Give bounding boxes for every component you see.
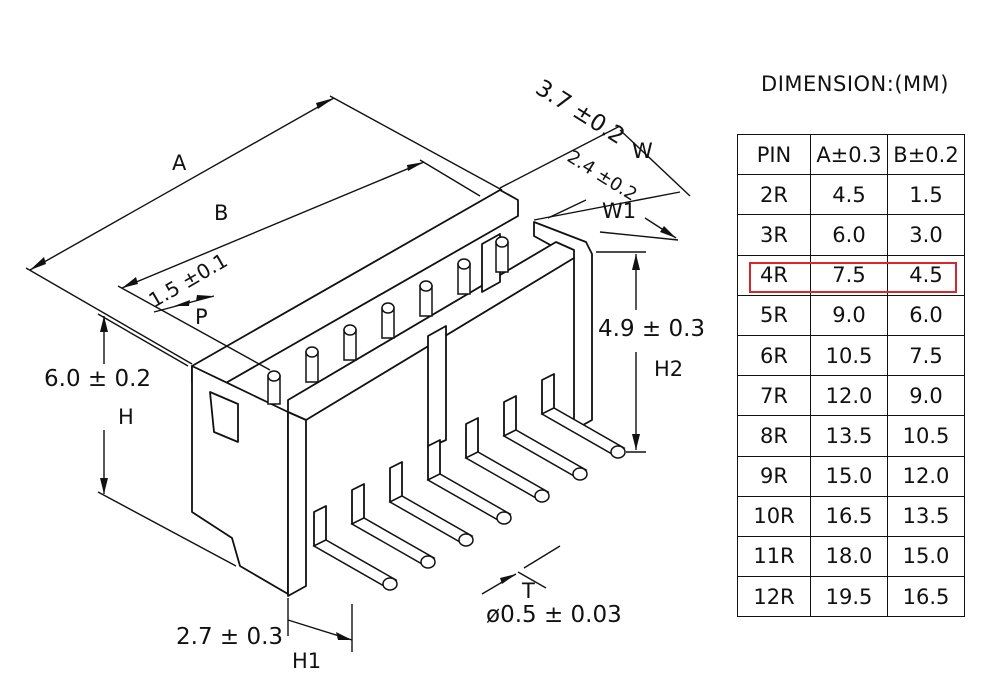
table-header-cell: PIN [737, 133, 811, 176]
table-cell: 6R [737, 334, 811, 377]
table-cell: 12R [737, 576, 811, 618]
table-cell: 8R [737, 415, 811, 457]
table-cell: 10.5 [810, 334, 888, 377]
table-cell: 2R [737, 174, 811, 216]
top-pin [457, 258, 471, 295]
table-cell: 13.5 [810, 415, 888, 457]
table-cell: 1.5 [887, 174, 965, 216]
table-cell: 7.5 [810, 254, 888, 296]
table-cell: 19.5 [810, 576, 888, 618]
table-cell: 6.0 [887, 294, 965, 336]
table-cell: 4R [737, 254, 811, 296]
dimension-lines [25, 95, 691, 652]
table-cell: 9.0 [887, 375, 965, 417]
top-pin [419, 280, 433, 317]
label-w: W [632, 139, 653, 163]
label-b: B [214, 201, 228, 225]
label-h-value: 6.0 ± 0.2 [44, 366, 151, 392]
leg [464, 417, 550, 503]
top-pin [495, 236, 509, 273]
table-cell: 7.5 [887, 334, 965, 377]
top-pin [343, 324, 357, 361]
table-cell: 3.0 [887, 214, 965, 256]
table-cell: 4.5 [810, 174, 888, 216]
table-cell: 12.0 [887, 455, 965, 497]
table-header-cell: B±0.2 [887, 133, 965, 176]
table-cell: 16.5 [810, 495, 888, 537]
leg [388, 461, 474, 547]
table-cell: 9.0 [810, 294, 888, 336]
leg [350, 483, 436, 569]
table-cell: 15.0 [887, 535, 965, 578]
label-h2-value: 4.9 ± 0.3 [598, 316, 705, 342]
table-cell: 3R [737, 214, 811, 256]
leg [312, 505, 398, 591]
table-cell: 9R [737, 455, 811, 497]
table-cell: 15.0 [810, 455, 888, 497]
label-h: H [118, 405, 134, 429]
top-pin [305, 346, 319, 383]
table-cell: 11R [737, 535, 811, 578]
leg [540, 373, 626, 459]
table-cell: 7R [737, 375, 811, 417]
bottom-legs [312, 373, 626, 591]
table-cell: 16.5 [887, 576, 965, 618]
table-cell: 12.0 [810, 375, 888, 417]
label-p: P [195, 305, 208, 329]
table-cell: 10R [737, 495, 811, 537]
table-cell: 13.5 [887, 495, 965, 537]
label-width-value: 3.7 ±0.2 [531, 75, 629, 150]
table-cell: 5R [737, 294, 811, 336]
leg [502, 395, 588, 481]
table-header-cell: A±0.3 [810, 133, 888, 176]
table-title: DIMENSION:(MM) [761, 72, 949, 96]
table-cell: 6.0 [810, 214, 888, 256]
connector-body [191, 189, 593, 597]
table-cell: 18.0 [810, 535, 888, 578]
label-w1: W1 [602, 199, 636, 223]
table-cell: 4.5 [887, 254, 965, 296]
label-h1: H1 [292, 649, 321, 673]
label-pin-diameter: ø0.5 ± 0.03 [486, 602, 622, 628]
label-t: T [521, 579, 535, 603]
label-w1-value: 2.4 ±0.2 [563, 146, 640, 205]
top-pin [381, 302, 395, 339]
label-h2: H2 [654, 357, 683, 381]
top-pins [267, 236, 509, 405]
leg [426, 439, 512, 525]
label-a: A [172, 151, 187, 175]
top-pin [267, 370, 281, 405]
table-cell: 10.5 [887, 415, 965, 457]
label-h1-value: 2.7 ± 0.3 [176, 624, 283, 650]
